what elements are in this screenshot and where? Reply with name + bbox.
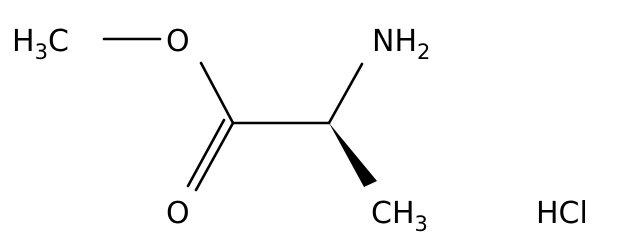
bond-alpha-carbon-amine bbox=[327, 62, 364, 125]
salt-label: HCl bbox=[536, 196, 588, 231]
atom-methyl-right: CH3 bbox=[371, 196, 428, 236]
bond-carbonyl-double-inner bbox=[186, 118, 226, 188]
bond-carbonyl-double-outer bbox=[194, 121, 235, 192]
atom-amine: NH2 bbox=[372, 24, 430, 64]
atom-carbonyl-oxygen: O bbox=[166, 196, 190, 231]
atom-ester-oxygen: O bbox=[166, 24, 190, 59]
bond-ester-oxygen-carbonyl-carbon bbox=[199, 61, 235, 125]
wedge-bond-alpha-methyl bbox=[329, 123, 377, 187]
atom-methyl-left: H3C bbox=[12, 24, 69, 64]
